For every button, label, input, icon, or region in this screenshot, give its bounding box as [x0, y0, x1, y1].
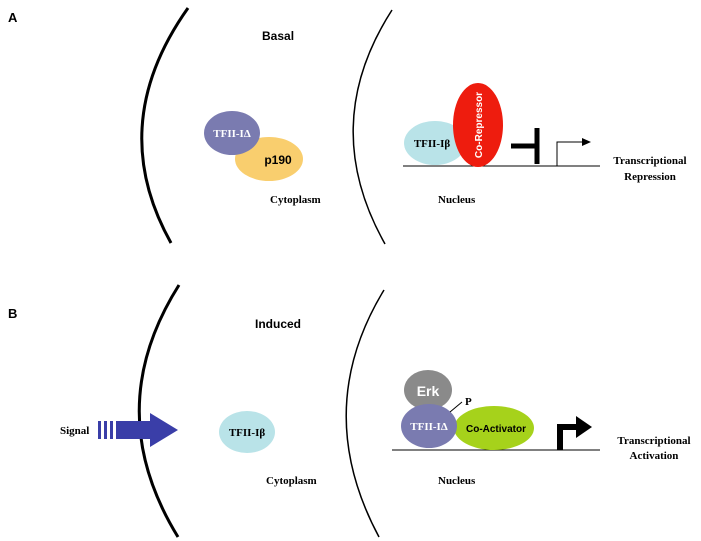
panel-b-cell-membrane [137, 284, 181, 538]
panel-b-tfii-delta-label: TFII-IΔ [410, 421, 448, 433]
panel-b-letter: B [8, 306, 17, 321]
panel-a-tfii-beta-protein [404, 121, 466, 165]
panel-a-promoter-arrow-icon [582, 138, 591, 146]
panel-a-p190-label: p190 [264, 153, 292, 167]
panel-b-outcome-line1: Transcriptional [617, 435, 690, 447]
panel-b-phospho-label: P [465, 396, 472, 408]
panel-b-nucleus-label: Nucleus [438, 475, 476, 487]
signal-dash-1 [98, 421, 101, 439]
panel-a-corepressor-protein [453, 83, 503, 167]
panel-a-tfii-beta-label: TFII-Iβ [414, 138, 451, 150]
panel-a-cytoplasm-label: Cytoplasm [270, 194, 321, 206]
panel-b: B Induced Signal TFII-Iβ Cytoplasm Nucle… [8, 284, 691, 538]
panel-a-tfii-delta-label: TFII-IΔ [213, 128, 251, 140]
panel-b-cytoplasm-label: Cytoplasm [266, 475, 317, 487]
panel-a-promoter-stem [556, 141, 583, 166]
panel-b-promoter-stem [557, 424, 578, 450]
panel-a: A Basal p190 TFII-IΔ Cytoplasm Nucleus T… [8, 7, 687, 245]
panel-b-promoter-arrow-icon [576, 416, 592, 438]
signal-arrow-icon [98, 413, 178, 447]
panel-b-signal-label: Signal [60, 425, 89, 437]
panel-a-nucleus-label: Nucleus [438, 194, 476, 206]
signal-arrow-body [116, 413, 178, 447]
signal-dash-2 [104, 421, 107, 439]
signal-dash-3 [110, 421, 113, 439]
panel-b-tfii-beta-protein [219, 411, 275, 453]
panel-b-state-label: Induced [255, 317, 301, 331]
panel-a-state-label: Basal [262, 29, 294, 43]
panel-a-outcome-line2: Repression [624, 171, 676, 183]
panel-b-erk-label: Erk [417, 383, 440, 399]
panel-a-tfii-delta-protein [204, 111, 260, 155]
panel-b-coactivator-protein [454, 406, 534, 450]
panel-b-erk-protein [404, 370, 452, 410]
panel-b-tfii-beta-label: TFII-Iβ [229, 427, 266, 439]
panel-b-outcome-line2: Activation [630, 450, 679, 462]
panel-b-tfii-delta-protein [401, 404, 457, 448]
panel-a-cell-membrane [140, 7, 190, 244]
panel-b-phospho-link [449, 401, 463, 413]
panel-a-nuclear-membrane [352, 9, 393, 245]
panel-b-coactivator-label: Co-Activator [466, 424, 526, 435]
panel-a-letter: A [8, 10, 18, 25]
panel-a-outcome-line1: Transcriptional [613, 155, 686, 167]
panel-b-nuclear-membrane [345, 289, 385, 538]
panel-a-corepressor-label: Co-Repressor [474, 92, 485, 158]
